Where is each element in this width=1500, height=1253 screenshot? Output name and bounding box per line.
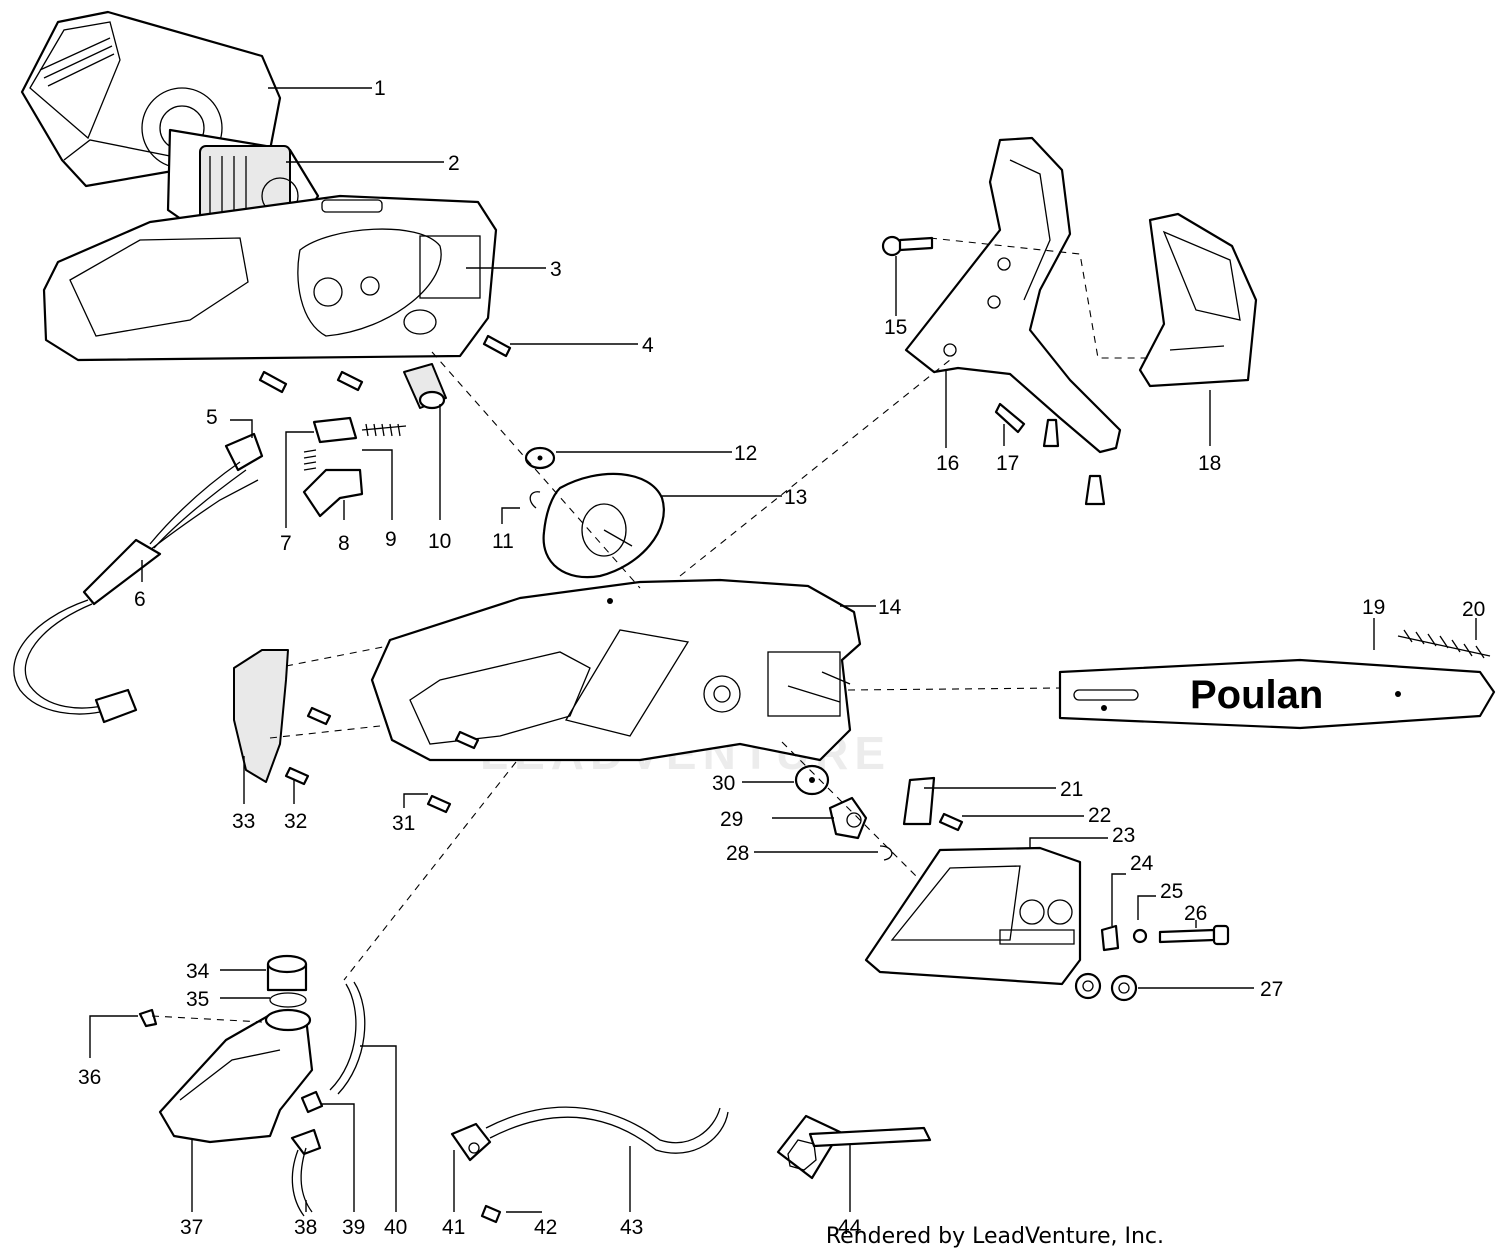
callout-33[interactable]: 33 [232,810,255,833]
callout-4[interactable]: 4 [642,334,654,357]
part-guide-bar[interactable]: Poulan [1058,658,1496,730]
part-sprocket-drum[interactable] [542,472,665,579]
part-body-screws[interactable] [284,706,480,814]
part-oiler-pump[interactable] [450,1122,492,1162]
callout-3[interactable]: 3 [550,258,562,281]
callout-17[interactable]: 17 [996,452,1019,475]
part-adjuster-nut[interactable] [1132,928,1148,944]
part-main-housing[interactable] [42,194,498,362]
callout-11[interactable]: 11 [492,530,514,553]
callout-10[interactable]: 10 [428,530,451,553]
part-chain-catcher[interactable] [902,776,936,826]
assembly-lines [151,237,1150,1023]
callout-23[interactable]: 23 [1112,824,1135,847]
callout-18[interactable]: 18 [1198,452,1221,475]
part-housing-screws[interactable] [258,334,512,394]
part-oil-cap-seal[interactable] [269,992,307,1008]
callout-35[interactable]: 35 [186,988,209,1011]
callout-9[interactable]: 9 [385,528,397,551]
part-oil-pickup-hose[interactable] [290,1128,322,1217]
callout-20[interactable]: 20 [1462,598,1485,621]
callout-2[interactable]: 2 [448,152,460,175]
bar-logo-text: Poulan [1190,673,1323,717]
part-oil-tank[interactable] [158,1008,314,1144]
callout-41[interactable]: 41 [442,1216,465,1239]
callout-15[interactable]: 15 [884,316,907,339]
part-oiler-screw[interactable] [480,1204,502,1224]
part-adjusting-screw[interactable] [1158,924,1230,946]
callout-7[interactable]: 7 [280,532,292,555]
callout-13[interactable]: 13 [784,486,807,509]
callout-31[interactable]: 31 [392,812,415,835]
callout-42[interactable]: 42 [534,1216,557,1239]
callout-34[interactable]: 34 [186,960,210,983]
part-saw-chain[interactable] [1397,629,1491,659]
callout-21[interactable]: 21 [1060,778,1083,801]
callout-40[interactable]: 40 [384,1216,407,1239]
callout-32[interactable]: 32 [284,810,307,833]
callout-28[interactable]: 28 [726,842,749,865]
callout-36[interactable]: 36 [78,1066,101,1089]
callout-44[interactable]: 44 [838,1216,862,1239]
callout-8[interactable]: 8 [338,532,350,555]
part-chain-adjuster[interactable] [1100,924,1120,952]
callout-39[interactable]: 39 [342,1216,365,1239]
part-trigger-assembly[interactable] [302,416,407,518]
part-hand-guard[interactable] [1138,212,1258,388]
part-oil-line[interactable] [329,981,366,1095]
part-power-cord[interactable] [13,461,259,724]
callout-27[interactable]: 27 [1260,978,1283,1001]
callout-37[interactable]: 37 [180,1216,203,1239]
callout-19[interactable]: 19 [1362,596,1385,619]
part-rear-handle-cover[interactable] [233,649,289,783]
leader-lines [89,87,1477,1213]
callout-38[interactable]: 38 [294,1216,317,1239]
part-handle-bolt[interactable] [881,235,934,257]
part-oil-cap[interactable] [266,954,308,992]
part-retaining-ring[interactable] [529,491,541,509]
footer-credit: Rendered by LeadVenture, Inc. [825,1224,1164,1249]
callout-6[interactable]: 6 [134,588,146,611]
part-bar-nut-assembly[interactable] [828,796,868,840]
part-e-clip[interactable] [879,845,893,861]
part-bar-nuts[interactable] [1074,972,1138,1002]
callout-43[interactable]: 43 [620,1216,643,1239]
part-oiler-hose[interactable] [485,1106,729,1154]
part-oil-check-valve[interactable] [138,1008,158,1028]
part-scrench-tool[interactable] [776,1114,932,1180]
part-washer[interactable] [524,446,556,470]
callout-26[interactable]: 26 [1184,902,1207,925]
part-bar-washer[interactable] [794,764,830,796]
part-front-handle[interactable] [904,136,1122,454]
callout-24[interactable]: 24 [1130,852,1154,875]
callout-1[interactable]: 1 [374,77,386,100]
callout-22[interactable]: 22 [1088,804,1111,827]
callout-12[interactable]: 12 [734,442,757,465]
part-chain-catcher-screw[interactable] [938,812,964,832]
callout-25[interactable]: 25 [1160,880,1183,903]
callout-5[interactable]: 5 [206,406,218,429]
part-oil-fitting[interactable] [300,1090,324,1114]
part-drive-shaft-bushing[interactable] [403,363,447,410]
part-side-cover[interactable] [864,846,1082,986]
callout-14[interactable]: 14 [878,596,902,619]
part-main-body[interactable] [370,578,862,762]
callout-16[interactable]: 16 [936,452,959,475]
callout-labels: 1 2 3 4 5 6 7 8 9 10 11 12 13 14 15 16 1… [78,77,1485,1239]
callout-29[interactable]: 29 [720,808,743,831]
part-handle-screws[interactable] [994,402,1106,506]
part-switch[interactable] [224,432,264,472]
callout-30[interactable]: 30 [712,772,735,795]
